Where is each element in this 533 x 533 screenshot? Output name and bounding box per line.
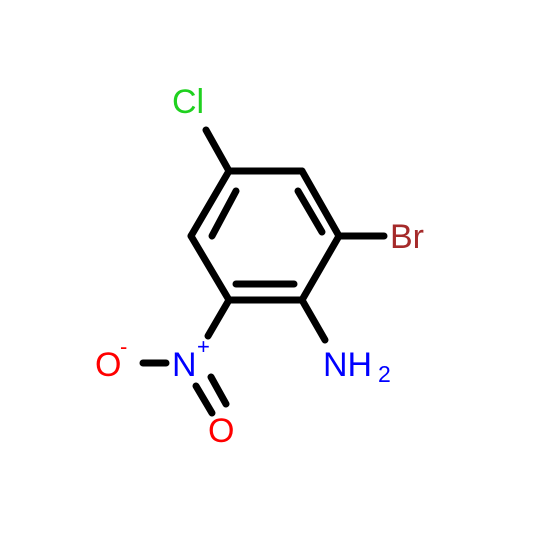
nitro-nitrogen-label: N — [172, 346, 197, 384]
bonds — [139, 126, 388, 417]
chlorine-label: Cl — [172, 83, 204, 121]
n-o-double-bond-b — [207, 373, 230, 408]
c-cl-bond — [202, 126, 233, 175]
atom-labels: Cl Br NH 2 N + O - O — [95, 83, 424, 450]
ring-bond — [187, 232, 233, 304]
ring-double-bond — [294, 187, 326, 236]
oxygen-minus-label: O — [95, 346, 121, 384]
n-o-double-bond-a — [192, 382, 216, 417]
ring-double-bond — [208, 187, 240, 240]
nitro-nitrogen-charge: + — [197, 334, 210, 359]
amine-label: NH — [323, 346, 372, 384]
amine-subscript: 2 — [378, 361, 391, 387]
ring-bond — [298, 167, 343, 240]
ring-bond — [298, 232, 343, 304]
c-n-nitro-bond — [204, 296, 233, 340]
bromine-label: Br — [390, 218, 424, 256]
oxygen-double-label: O — [208, 412, 234, 450]
ring-bond — [187, 167, 233, 240]
c-n-amine-bond — [298, 296, 329, 344]
oxygen-minus-charge: - — [120, 334, 127, 359]
